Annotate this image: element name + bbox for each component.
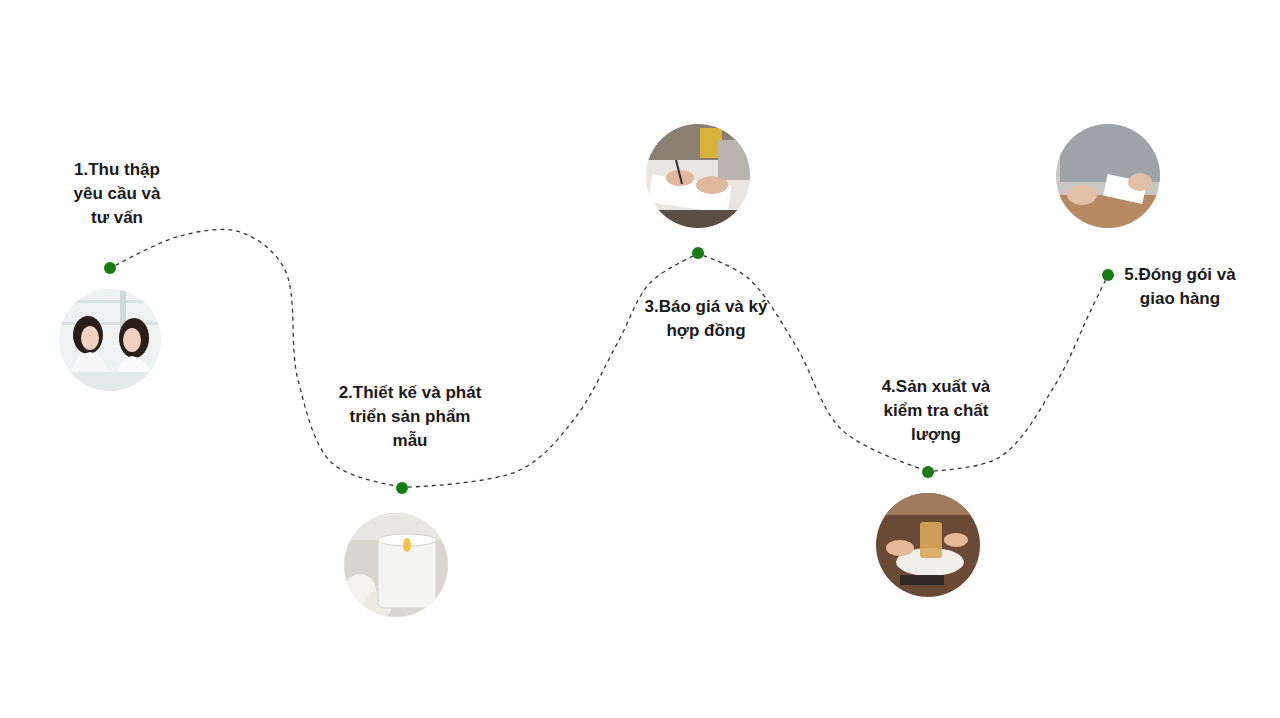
- step-dot: 3.Báo giá và ký hợp đồng: [692, 247, 704, 259]
- step-dot: 4.Sản xuất và kiểm tra chất lượng: [922, 466, 934, 478]
- step-dot: 5.Đóng gói và giao hàng: [1102, 269, 1114, 281]
- step-label: 1.Thu thập yêu cầu và tư vấn: [65, 158, 169, 230]
- contract-photo: [644, 122, 758, 232]
- step-label: 4.Sản xuất và kiểm tra chất lượng: [880, 375, 992, 447]
- step-dot: 1.Thu thập yêu cầu và tư vấn: [104, 262, 116, 274]
- dashed-path: [115, 229, 396, 486]
- step-label-box: 3.Báo giá và ký hợp đồng: [631, 295, 781, 343]
- dashed-path: [408, 256, 693, 487]
- step-dot: 2.Thiết kế và phát triển sản phẩm mẫu: [396, 482, 408, 494]
- consult-photo: [55, 285, 165, 395]
- dashed-path: [703, 256, 922, 470]
- step-label-box: 5.Đóng gói và giao hàng: [1119, 263, 1241, 311]
- step-label: 5.Đóng gói và giao hàng: [1119, 263, 1241, 311]
- step-label-box: 4.Sản xuất và kiểm tra chất lượng: [880, 375, 992, 447]
- step-label: 2.Thiết kế và phát triển sản phẩm mẫu: [338, 381, 483, 453]
- production-photo: [872, 490, 984, 602]
- step-label-box: 1.Thu thập yêu cầu và tư vấn: [65, 158, 169, 230]
- delivery-photo: [1052, 122, 1164, 235]
- step-label: 3.Báo giá và ký hợp đồng: [631, 295, 781, 343]
- step-label-box: 2.Thiết kế và phát triển sản phẩm mẫu: [338, 381, 483, 453]
- candle-photo: [340, 510, 452, 624]
